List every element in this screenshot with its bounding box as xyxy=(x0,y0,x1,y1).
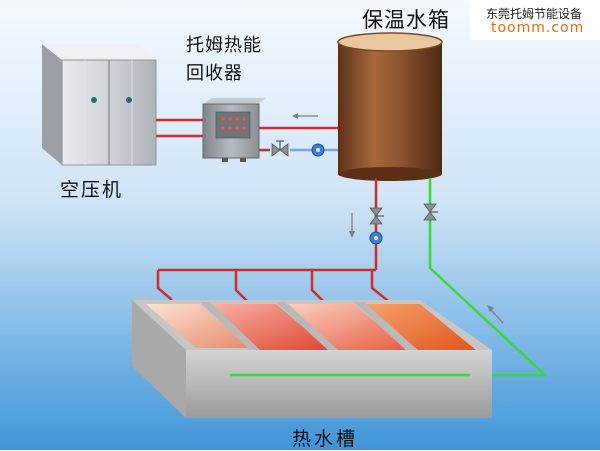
door-knob-icon xyxy=(126,97,132,103)
tank-label: 保温水箱 xyxy=(362,8,450,32)
indicator-light-icon xyxy=(228,117,232,121)
pump-icon xyxy=(369,231,383,245)
flow-arrow-icon xyxy=(292,113,318,119)
trough-compartment xyxy=(286,304,408,350)
air-compressor xyxy=(42,44,157,166)
door-knob-icon xyxy=(91,97,97,103)
pump-icon xyxy=(311,143,325,157)
indicator-light-icon xyxy=(228,126,232,130)
valve-icon xyxy=(271,140,289,157)
brand-name: 东莞托姆节能设备 xyxy=(486,7,583,21)
recovery-unit-label-line1: 托姆热能 xyxy=(186,35,262,56)
valve-icon xyxy=(423,203,438,221)
indicator-light-icon xyxy=(242,126,246,130)
indicator-light-icon xyxy=(221,126,225,130)
heat-recovery-unit xyxy=(202,98,266,162)
recovery-unit-label: 托姆热能 回收器 xyxy=(186,32,262,88)
flow-arrow-icon xyxy=(349,213,355,238)
hot-water-trough xyxy=(132,296,492,418)
trough-compartment xyxy=(364,304,476,350)
trough-compartment xyxy=(146,304,250,348)
brand-site: toomm.com xyxy=(491,20,585,36)
valve-icon xyxy=(369,207,384,225)
trough-label: 热水槽 xyxy=(292,428,359,450)
compressor-label: 空压机 xyxy=(60,179,124,201)
trough-compartment xyxy=(210,304,330,350)
compressor-pipes xyxy=(156,118,205,138)
indicator-light-icon xyxy=(235,117,239,121)
indicator-light-icon xyxy=(221,117,225,121)
insulated-water-tank xyxy=(337,32,443,181)
flow-arrow-icon xyxy=(487,305,504,324)
recovery-unit-label-line2: 回收器 xyxy=(186,63,243,84)
indicator-light-icon xyxy=(242,117,246,121)
brand-watermark-box xyxy=(470,0,600,40)
indicator-light-icon xyxy=(235,126,239,130)
distribution-manifold xyxy=(156,268,393,305)
